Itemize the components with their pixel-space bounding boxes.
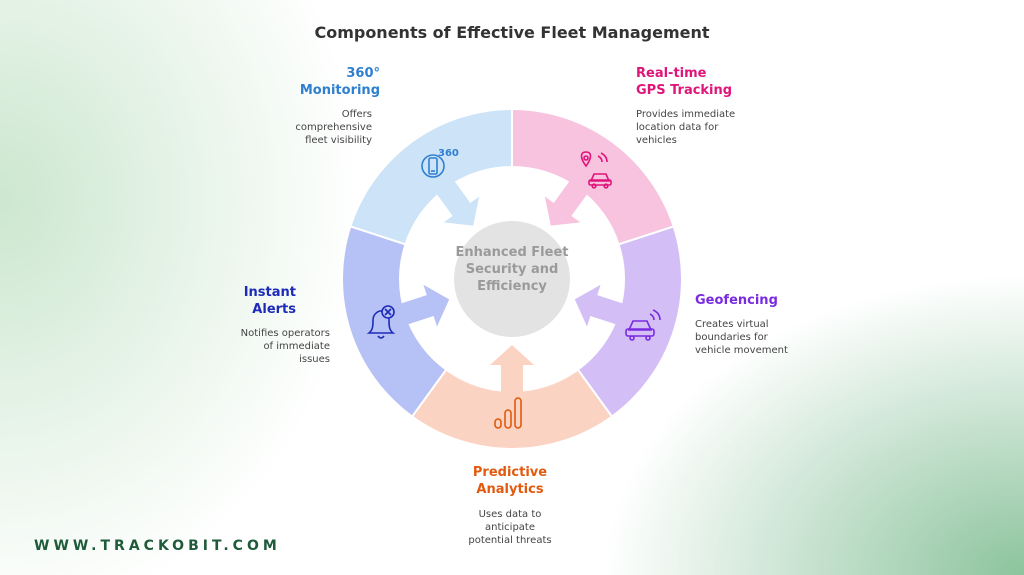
geofencing-desc-line: Creates virtual (695, 319, 769, 330)
gps-label: Real-time GPS Tracking (636, 65, 776, 99)
monitoring-desc-line: comprehensive (295, 122, 372, 133)
alerts-label-line1: Instant (243, 285, 296, 300)
arrow-geofencing (574, 284, 630, 327)
monitoring-label: 360° Monitoring (270, 65, 380, 99)
center-circle (454, 221, 570, 337)
gps-label-line1: Real-time (636, 66, 707, 81)
monitoring-label-line2: Monitoring (299, 83, 380, 98)
analytics-desc-line: anticipate (485, 522, 535, 533)
analytics-label-line2: Analytics (476, 482, 544, 497)
analytics-label: Predictive Analytics (440, 464, 580, 498)
arrow-alerts (394, 284, 450, 327)
gps-desc-line: vehicles (636, 135, 677, 146)
page-title: Components of Effective Fleet Management (314, 23, 710, 42)
geofencing-desc-line: boundaries for (695, 332, 768, 343)
alerts-label-line2: Alerts (252, 302, 296, 317)
gps-description: Provides immediate location data for veh… (636, 108, 776, 147)
monitoring-desc-line: fleet visibility (305, 135, 372, 146)
segment-alerts (341, 225, 448, 418)
analytics-label-line1: Predictive (472, 465, 548, 480)
gps-label-line2: GPS Tracking (636, 83, 733, 98)
icon-360-text: 360 (438, 148, 459, 159)
alerts-desc-line: issues (299, 354, 330, 365)
arrow-monitoring (432, 175, 480, 226)
center-label: Enhanced Fleet Security and Efficiency (455, 245, 569, 294)
arrow-gps (544, 175, 592, 226)
analytics-desc-line: Uses data to (478, 509, 542, 520)
alerts-desc-line: of immediate (263, 341, 330, 352)
website-url: WWW.TRACKOBIT.COM (34, 538, 281, 554)
bar-chart-icon (494, 397, 522, 429)
analytics-desc-line: potential threats (468, 535, 552, 546)
geofencing-label-line1: Geofencing (695, 293, 778, 308)
monitoring-description: Offers comprehensive fleet visibility (262, 108, 372, 147)
alerts-label: Instant Alerts (186, 284, 296, 318)
monitoring-desc-line: Offers (341, 109, 372, 120)
monitoring-label-line1: 360° (346, 66, 380, 81)
gps-desc-line: location data for (636, 122, 719, 133)
analytics-description: Uses data to anticipate potential threat… (440, 508, 580, 547)
arrow-analytics (490, 345, 534, 399)
geofencing-description: Creates virtual boundaries for vehicle m… (695, 318, 835, 357)
car-signal-icon (625, 309, 661, 341)
segment-geofencing (576, 225, 683, 418)
bell-alert-icon (366, 305, 396, 339)
gps-desc-line: Provides immediate (636, 109, 736, 120)
alerts-description: Notifies operators of immediate issues (200, 327, 330, 366)
geofencing-desc-line: vehicle movement (695, 345, 788, 356)
location-car-icon (580, 151, 612, 189)
alerts-desc-line: Notifies operators (240, 328, 330, 339)
360-phone-icon: 360 (421, 148, 459, 178)
geofencing-label: Geofencing (695, 292, 835, 309)
